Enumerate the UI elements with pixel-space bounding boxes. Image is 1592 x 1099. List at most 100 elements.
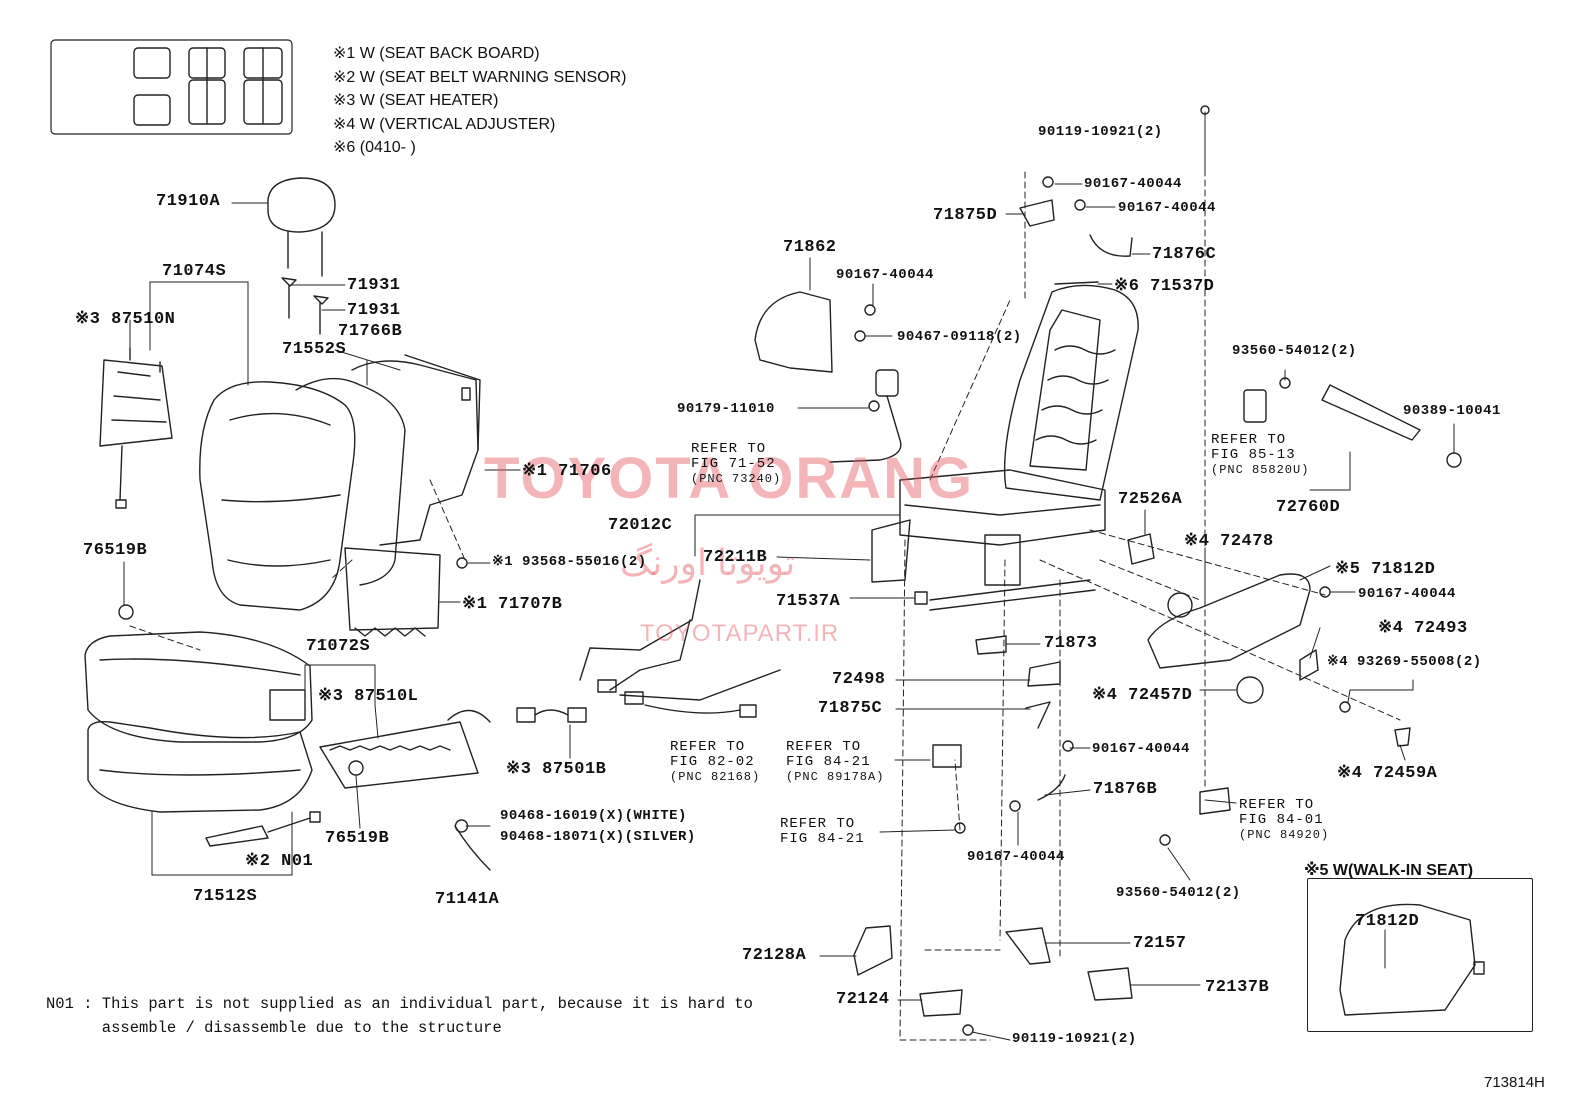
part-label: 76519B [83,541,148,560]
refer-pnc: (PNC 82168) [670,770,761,784]
part-label: 90389-10041 [1403,403,1501,419]
refer-line: REFER TO [1211,432,1287,448]
refer-line: REFER TO [780,816,856,832]
refer-note: REFER TO FIG 84-21 [780,817,865,847]
part-label: ※4 93269-55008(2) [1327,654,1482,670]
part-label: 90119-10921(2) [1012,1031,1137,1047]
part-label: 71552S [282,340,347,359]
refer-line: FIG 84-01 [1239,812,1324,828]
part-label: 71812D [1355,912,1420,931]
heater-mat-drawing [99,347,441,637]
dashed-lines [129,171,1401,1041]
part-label: 72124 [836,990,890,1009]
seat-selector-icon [50,39,293,135]
walkin-shield-drawing [1339,903,1485,1016]
part-label: ※6 71537D [1114,277,1215,296]
part-label: 71931 [347,301,401,320]
refer-pnc: (PNC 84920) [1239,828,1330,842]
watermark-site: TOYOTAPART.IR [640,620,840,647]
refer-pnc: (PNC 89178A) [786,770,885,784]
part-label: 72211B [703,548,768,567]
part-label: ※1 71706 [522,462,612,481]
refer-note: REFER TO FIG 82-02 (PNC 82168) [670,740,760,785]
watermark-persian: تویوتا اورنگ [620,542,796,583]
side-shield-drawing [754,291,1311,669]
part-label: 71512S [193,887,258,906]
part-label: 71862 [783,238,837,257]
seat-back-pad-drawing [351,354,481,546]
refer-line: REFER TO [691,441,767,457]
part-label: ※5 71812D [1335,560,1436,579]
part-label: 93560-54012(2) [1116,885,1241,901]
part-label: 90167-40044 [1092,741,1190,757]
part-label: 90119-10921(2) [1038,124,1163,140]
refer-pnc: (PNC 85820U) [1211,463,1310,477]
illustration-code: 713814H [1484,1074,1545,1091]
refer-note: REFER TO FIG 84-21 (PNC 89178A) [786,740,884,785]
seat-cushion-drawing [84,631,313,813]
walkin-title: ※5 W(WALK-IN SEAT) [1304,862,1474,879]
walkin-inset [1307,878,1533,1032]
refer-note: REFER TO FIG 84-01 (PNC 84920) [1239,798,1329,843]
part-label: 71141A [435,890,500,909]
part-label: 72526A [1118,490,1183,509]
part-label: 90167-40044 [1358,586,1456,602]
footnote: N01 : This part is not supplied as an in… [46,992,753,1040]
refer-pnc: (PNC 73240) [691,472,782,486]
part-label: ※1 71707B [462,595,563,614]
part-label: 72137B [1205,978,1270,997]
part-label: 90167-40044 [1084,176,1182,192]
part-label: 71876C [1152,245,1217,264]
part-label: 71074S [162,262,227,281]
headrest-drawing [267,177,336,335]
part-label: 72760D [1276,498,1341,517]
part-label: 71931 [347,276,401,295]
refer-line: FIG 85-13 [1211,447,1296,463]
lower-brackets-drawing [853,925,1133,1017]
legend-item: ※3 W (SEAT HEATER) [333,92,499,109]
refer-line: FIG 84-21 [786,754,871,770]
part-label: ※4 72493 [1378,619,1468,638]
part-label: 90467-09118(2) [897,329,1022,345]
part-label: ※4 72457D [1092,686,1193,705]
legend-item: ※4 W (VERTICAL ADJUSTER) [333,115,556,133]
part-label: 90167-40044 [836,267,934,283]
part-label: 72012C [608,516,673,535]
part-label: ※3 87510L [318,687,419,706]
leader-lines [123,111,1455,1041]
part-label: 72498 [832,670,886,689]
refer-line: FIG 84-21 [780,831,865,847]
part-label: 71072S [306,637,371,656]
part-label: 90167-40044 [1118,200,1216,216]
legend-item: ※6 (0410- ) [333,139,416,156]
clip-drawing [118,604,491,871]
heater-element-drawing [319,709,491,789]
part-label: ※1 93568-55016(2) [492,554,647,570]
part-label: 90468-16019(X)(WHITE) [500,808,687,824]
refer-line: FIG 82-02 [670,754,755,770]
wire-harness-drawing [579,579,781,718]
bolt-drawing [456,105,1351,1036]
part-label: ※4 72459A [1337,764,1438,783]
part-label: 90167-40044 [967,849,1065,865]
legend: ※1 W (SEAT BACK BOARD) ※2 W (SEAT BELT W… [333,42,626,160]
part-label: 71876B [1093,780,1158,799]
part-label: 72157 [1133,934,1187,953]
legend-item: ※2 W (SEAT BELT WARNING SENSOR) [333,68,627,86]
refer-note: REFER TO FIG 71-52 (PNC 73240) [691,442,781,487]
belt-buckle-drawing [829,369,902,463]
refer-note: REFER TO FIG 85-13 (PNC 85820U) [1211,433,1309,478]
part-label: 72128A [742,946,807,965]
footnote-line: assemble / disassemble due to the struct… [46,1019,502,1037]
refer-line: REFER TO [1239,797,1315,813]
refer-line: REFER TO [670,739,746,755]
part-label: 71766B [338,322,403,341]
seat-frame-drawing [871,284,1139,611]
part-label: ※2 N01 [245,852,314,871]
part-label: 71910A [156,192,221,211]
knob-drawing [1236,649,1411,747]
part-label: 71873 [1044,634,1098,653]
belt-sensor-drawing [205,811,321,847]
